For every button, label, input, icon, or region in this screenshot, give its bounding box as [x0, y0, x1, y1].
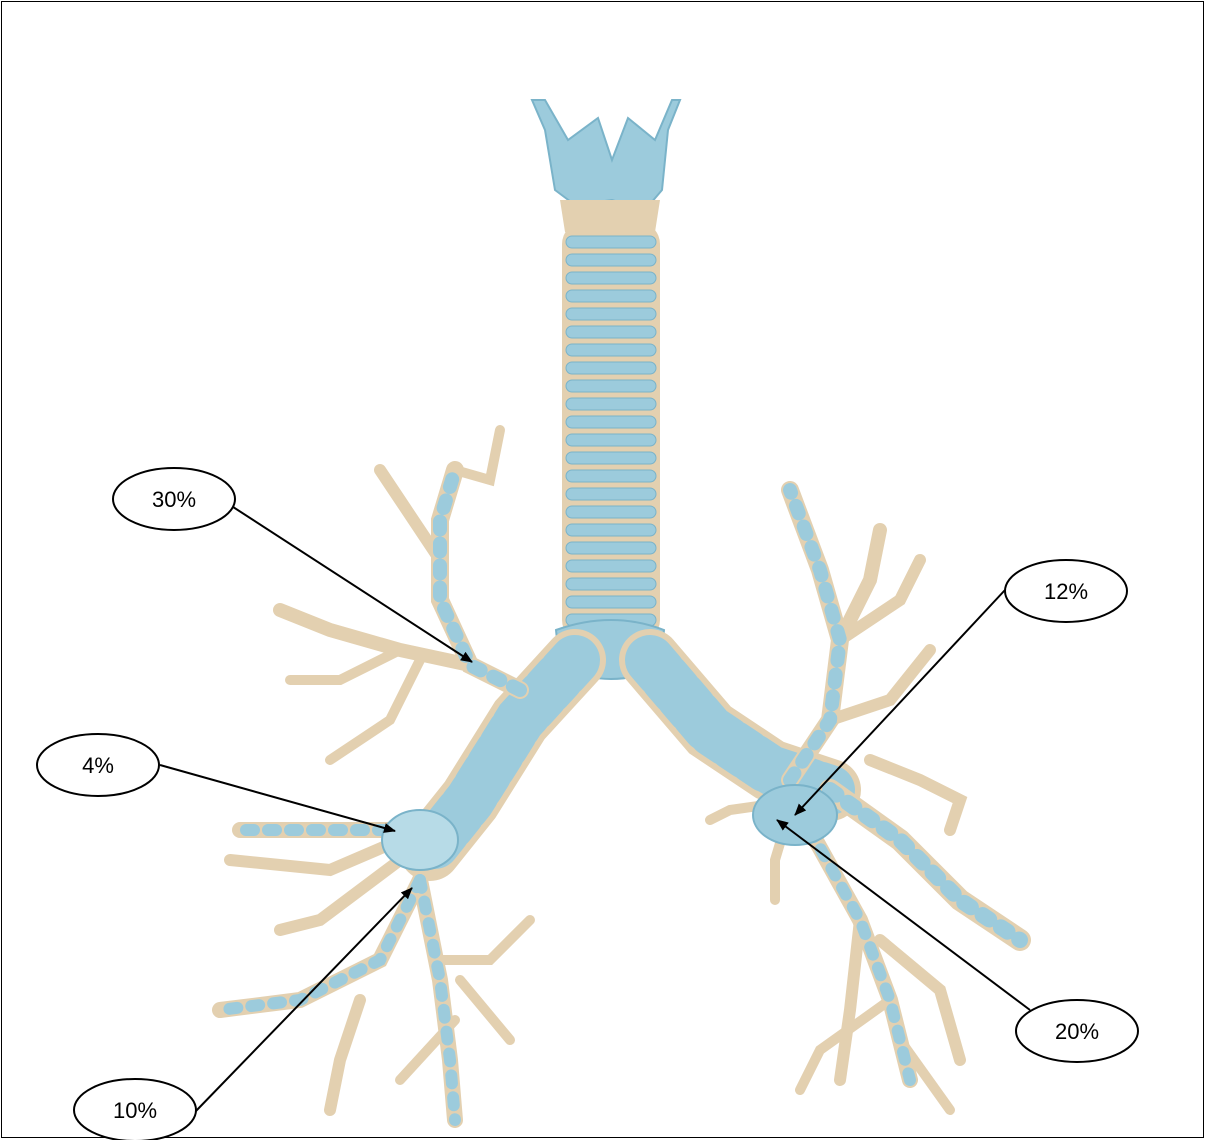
trachea-ring [566, 506, 656, 518]
trachea-ring [566, 488, 656, 500]
trachea-ring [566, 452, 656, 464]
trachea-ring [566, 344, 656, 356]
trachea-ring [566, 308, 656, 320]
trachea-ring [566, 434, 656, 446]
trachea-ring [566, 560, 656, 572]
callout-20: 20% [1016, 1000, 1138, 1062]
trachea-ring [566, 380, 656, 392]
trachea-ring [566, 416, 656, 428]
left-lung-branches [710, 490, 1020, 1110]
callout-4: 4% [37, 734, 159, 796]
trachea-ring [566, 398, 656, 410]
trachea-ring [566, 272, 656, 284]
trachea-shape [562, 222, 660, 642]
callout-12: 12% [1005, 560, 1127, 622]
callout-label-4: 4% [82, 753, 114, 778]
callout-10: 10% [74, 1079, 196, 1140]
trachea-ring [566, 362, 656, 374]
callout-label-10: 10% [113, 1098, 157, 1123]
right-middle-lobe-junction [382, 810, 458, 870]
trachea-ring [566, 236, 656, 248]
trachea-ring [566, 596, 656, 608]
larynx-shape [532, 100, 680, 232]
trachea-ring [566, 578, 656, 590]
trachea-ring [566, 470, 656, 482]
trachea-ring [566, 542, 656, 554]
trachea-ring [566, 326, 656, 338]
callout-label-12: 12% [1044, 579, 1088, 604]
callout-30: 30% [113, 468, 235, 530]
callout-label-20: 20% [1055, 1019, 1099, 1044]
callout-label-30: 30% [152, 487, 196, 512]
trachea-ring [566, 290, 656, 302]
trachea-ring [566, 254, 656, 266]
arrow-4 [160, 765, 395, 831]
trachea-ring [566, 524, 656, 536]
